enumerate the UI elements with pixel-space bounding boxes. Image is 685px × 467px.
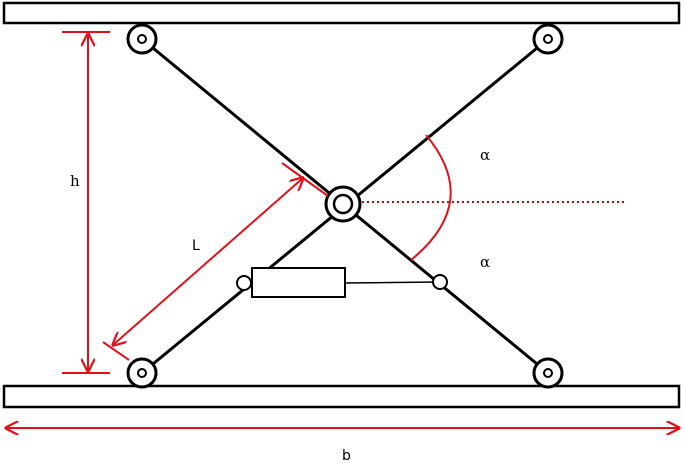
actuator-mount-left [236,275,252,291]
pivot-bottom-right [532,357,564,389]
dimension-h [62,31,110,374]
label-h: h [70,172,80,190]
label-l: L [192,238,200,254]
label-b: b [342,448,351,464]
bottom-plate [2,384,681,409]
angle-arc [410,134,452,261]
actuator-cylinder [236,267,448,298]
center-pivot [324,185,362,223]
label-angle-upper: α [480,146,490,164]
actuator-mount-right [432,274,448,290]
dimension-l [102,162,329,361]
pivot-top-left [126,23,158,55]
label-angle-lower: α [480,253,490,271]
pivot-top-right [532,23,564,55]
pivot-bottom-left [126,357,158,389]
top-plate [2,1,681,25]
